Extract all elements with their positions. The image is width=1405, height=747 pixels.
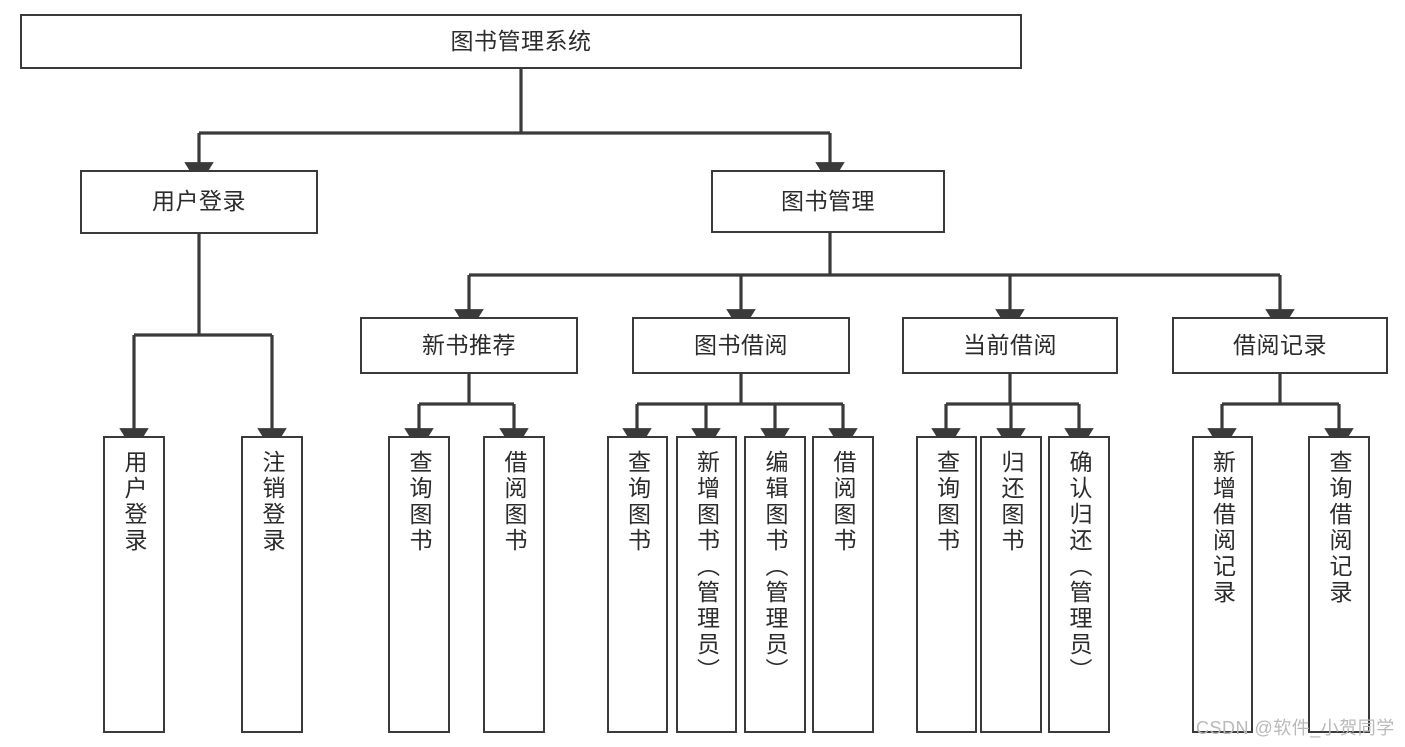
node-book-management-label: 图书管理 xyxy=(781,187,875,214)
node-leaf-user-login-label: 用户登录 xyxy=(121,450,148,554)
node-leaf-newbook-borrow[interactable]: 借阅图书 xyxy=(483,436,545,733)
node-leaf-borrow-add-book-admin-label: 新增图书（管理员） xyxy=(693,450,720,684)
node-leaf-newbook-query-label: 查询图书 xyxy=(406,450,433,554)
node-leaf-record-add[interactable]: 新增借阅记录 xyxy=(1192,436,1253,733)
node-leaf-borrow-query-label: 查询图书 xyxy=(624,450,651,554)
watermark: CSDN @软件_小贺同学 xyxy=(1196,718,1395,738)
node-leaf-record-query[interactable]: 查询借阅记录 xyxy=(1308,436,1370,733)
node-borrow-record-label: 借阅记录 xyxy=(1233,331,1327,358)
node-leaf-newbook-query[interactable]: 查询图书 xyxy=(388,436,450,733)
node-leaf-record-add-label: 新增借阅记录 xyxy=(1209,450,1236,606)
node-user-login-label: 用户登录 xyxy=(152,188,246,215)
node-book-management[interactable]: 图书管理 xyxy=(711,170,945,233)
node-leaf-borrow-add-book-admin[interactable]: 新增图书（管理员） xyxy=(676,436,737,733)
node-leaf-current-confirm-return-admin-label: 确认归还（管理员） xyxy=(1066,450,1093,684)
node-leaf-current-query-label: 查询图书 xyxy=(933,450,960,554)
node-leaf-borrow-book-label: 借阅图书 xyxy=(830,450,857,554)
node-leaf-borrow-edit-book-admin-label: 编辑图书（管理员） xyxy=(762,450,789,684)
node-leaf-borrow-book[interactable]: 借阅图书 xyxy=(812,436,874,733)
node-leaf-newbook-borrow-label: 借阅图书 xyxy=(501,450,528,554)
node-leaf-current-confirm-return-admin[interactable]: 确认归还（管理员） xyxy=(1048,436,1110,733)
node-root-system[interactable]: 图书管理系统 xyxy=(20,14,1022,69)
node-book-borrow[interactable]: 图书借阅 xyxy=(632,317,850,374)
node-root-system-label: 图书管理系统 xyxy=(450,27,592,54)
node-current-borrow[interactable]: 当前借阅 xyxy=(902,317,1118,374)
node-current-borrow-label: 当前借阅 xyxy=(963,331,1057,358)
node-book-borrow-label: 图书借阅 xyxy=(694,331,788,358)
node-borrow-record[interactable]: 借阅记录 xyxy=(1172,317,1388,374)
node-leaf-borrow-query[interactable]: 查询图书 xyxy=(607,436,668,733)
node-leaf-user-logout-label: 注销登录 xyxy=(259,450,286,554)
node-new-book-recommend[interactable]: 新书推荐 xyxy=(360,317,578,374)
node-leaf-user-login[interactable]: 用户登录 xyxy=(103,436,165,733)
node-user-login[interactable]: 用户登录 xyxy=(80,170,318,234)
node-leaf-borrow-edit-book-admin[interactable]: 编辑图书（管理员） xyxy=(744,436,806,733)
node-leaf-user-logout[interactable]: 注销登录 xyxy=(241,436,303,733)
node-new-book-recommend-label: 新书推荐 xyxy=(422,331,516,358)
node-leaf-record-query-label: 查询借阅记录 xyxy=(1326,450,1353,606)
node-leaf-current-return[interactable]: 归还图书 xyxy=(980,436,1042,733)
node-leaf-current-return-label: 归还图书 xyxy=(998,450,1025,554)
node-leaf-current-query[interactable]: 查询图书 xyxy=(916,436,977,733)
